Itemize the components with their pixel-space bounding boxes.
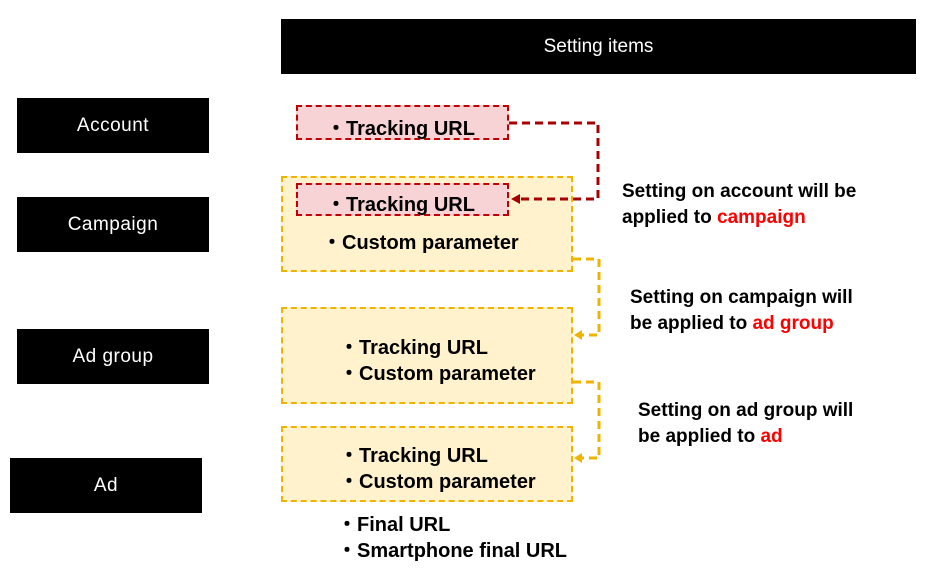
ad-smartphone-final-url: ・Smartphone final URL: [337, 534, 567, 563]
adgroup-tracking-url: ・Tracking URL: [339, 331, 488, 360]
bullet: ・: [326, 118, 346, 140]
note-prefix: be applied to: [638, 426, 761, 447]
level-account-label: Account: [76, 114, 150, 136]
note-line: Setting on account will be: [622, 181, 857, 202]
account-to-campaign-arrowhead: [511, 194, 520, 204]
note-line: be applied to ad group: [630, 311, 853, 337]
item-label: Custom parameter: [359, 471, 536, 493]
adgroup-settings-box: [281, 307, 573, 404]
item-label: Tracking URL: [359, 445, 488, 467]
note-account-to-campaign: Setting on account will be applied to ca…: [622, 179, 856, 231]
campaign-to-adgroup-arrow: [573, 257, 601, 337]
ad-custom-parameter: ・Custom parameter: [339, 465, 536, 494]
bullet: ・: [337, 540, 357, 562]
note-line: Setting on campaign will: [630, 287, 853, 308]
item-label: Tracking URL: [359, 337, 488, 359]
note-campaign-to-adgroup: Setting on campaign will be applied to a…: [630, 285, 853, 337]
item-label: Custom parameter: [359, 363, 536, 385]
bullet: ・: [339, 445, 359, 467]
bullet: ・: [326, 194, 346, 216]
account-tracking-box: [296, 105, 509, 140]
item-label: Tracking URL: [346, 118, 475, 140]
level-campaign-label: Campaign: [67, 213, 159, 235]
item-label: Smartphone final URL: [357, 540, 568, 562]
level-account: Account: [17, 98, 209, 153]
bullet: ・: [339, 471, 359, 493]
ad-settings-box: [281, 426, 573, 502]
account-to-campaign-arrow: [509, 121, 600, 201]
level-ad-group-label: Ad group: [72, 345, 154, 367]
adgroup-to-ad-arrowhead: [574, 453, 582, 463]
header-title: Setting items: [543, 35, 654, 57]
bullet: ・: [339, 337, 359, 359]
bullet: ・: [322, 232, 342, 254]
bullet: ・: [337, 514, 357, 536]
campaign-tracking-url: ・Tracking URL: [326, 188, 475, 217]
campaign-custom-parameter: ・Custom parameter: [322, 226, 519, 255]
campaign-tracking-box: [296, 183, 509, 216]
ad-tracking-url: ・Tracking URL: [339, 439, 488, 468]
bullet: ・: [339, 363, 359, 385]
adgroup-to-ad-arrow: [573, 380, 601, 460]
note-line: applied to campaign: [622, 205, 856, 231]
level-campaign: Campaign: [17, 197, 209, 252]
note-prefix: be applied to: [630, 313, 753, 334]
note-prefix: applied to: [622, 207, 717, 228]
item-label: Final URL: [357, 514, 451, 536]
note-highlight: campaign: [717, 207, 806, 228]
note-highlight: ad group: [752, 313, 834, 334]
level-ad-label: Ad: [93, 474, 119, 496]
adgroup-custom-parameter: ・Custom parameter: [339, 357, 536, 386]
item-label: Tracking URL: [346, 194, 475, 216]
level-ad: Ad: [10, 458, 202, 513]
note-adgroup-to-ad: Setting on ad group will be applied to a…: [638, 398, 853, 450]
ad-final-url: ・Final URL: [337, 508, 450, 537]
note-line: be applied to ad: [638, 424, 853, 450]
setting-items-header: Setting items: [281, 19, 916, 74]
account-tracking-url: ・Tracking URL: [326, 112, 475, 141]
level-ad-group: Ad group: [17, 329, 209, 384]
item-label: Custom parameter: [342, 232, 519, 254]
note-highlight: ad: [760, 426, 783, 447]
campaign-to-adgroup-arrowhead: [574, 330, 582, 340]
note-line: Setting on ad group will: [638, 400, 854, 421]
